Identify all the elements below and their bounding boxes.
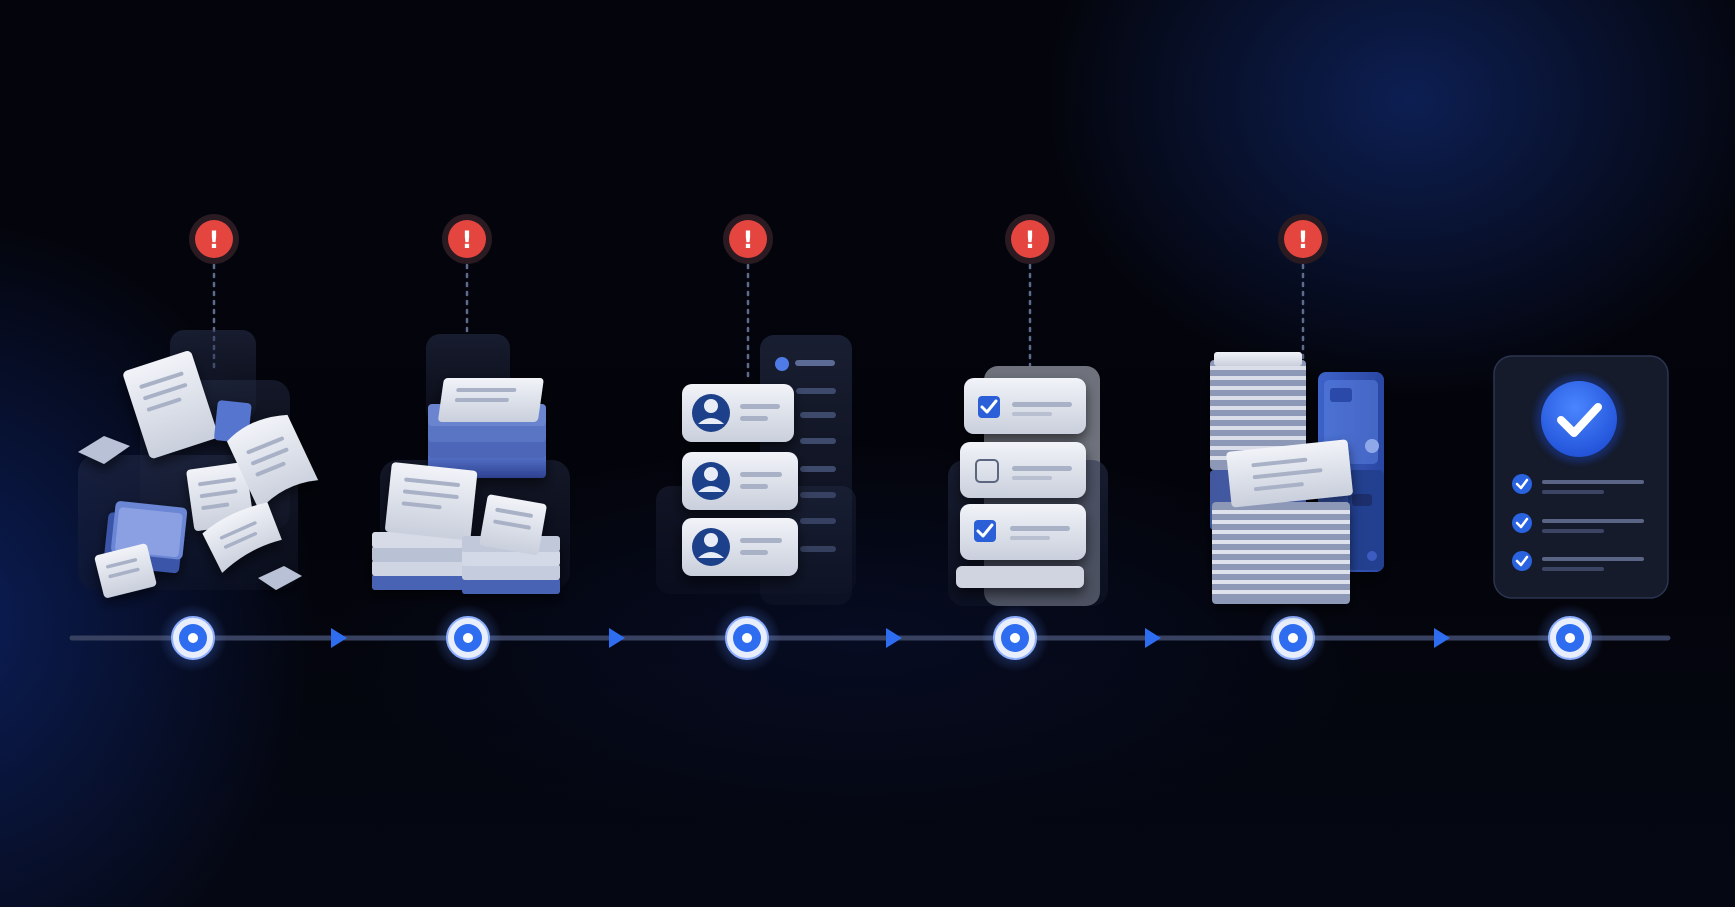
arrow-right-icon: [886, 628, 902, 648]
timeline-node: [159, 604, 227, 672]
stage-archive-binders: [1210, 352, 1384, 604]
checklist-icon: [956, 378, 1086, 588]
user-card-icon: [682, 384, 794, 442]
alert-marker: !: [1278, 214, 1328, 372]
timeline-node: [981, 604, 1049, 672]
alert-icon: [1011, 220, 1049, 258]
user-card-icon: [682, 518, 798, 576]
alert-glyph: !: [1298, 226, 1309, 254]
stage-scattered-papers: [78, 330, 319, 598]
alert-glyph: !: [209, 226, 220, 254]
check-circle-icon: [1541, 381, 1617, 457]
arrow-right-icon: [1434, 628, 1450, 648]
alert-icon: [729, 220, 767, 258]
summary-list-item: [1512, 551, 1644, 571]
alert-markers: ! ! ! ! !: [189, 214, 1328, 382]
summary-list-item: [1512, 474, 1644, 494]
stage-paper-stacks: [372, 334, 570, 594]
alert-marker: !: [723, 214, 773, 382]
timeline-node: [713, 604, 781, 672]
alert-glyph: !: [462, 226, 473, 254]
timeline-node: [1536, 604, 1604, 672]
check-icon: [1512, 513, 1532, 533]
user-card-icon: [682, 452, 798, 510]
alert-icon: [448, 220, 486, 258]
scattered-papers-icon: [78, 351, 319, 598]
check-icon: [1512, 551, 1532, 571]
stage-checklist: [948, 366, 1108, 606]
stage-contact-cards: [656, 335, 856, 605]
alert-marker: !: [189, 214, 239, 370]
timeline: [69, 604, 1671, 672]
alert-icon: [1284, 220, 1322, 258]
timeline-node: [434, 604, 502, 672]
paper-stacks-icon: [1210, 352, 1353, 604]
stage-completed-summary: [1493, 355, 1669, 599]
summary-list-item: [1512, 513, 1644, 533]
paper-stacks-icon: [372, 378, 560, 594]
alert-marker: !: [1005, 214, 1055, 367]
timeline-node: [1259, 604, 1327, 672]
arrow-right-icon: [331, 628, 347, 648]
arrow-right-icon: [1145, 628, 1161, 648]
alert-icon: [195, 220, 233, 258]
alert-glyph: !: [1025, 226, 1036, 254]
alert-marker: !: [442, 214, 492, 337]
check-icon: [1512, 474, 1532, 494]
alert-glyph: !: [743, 226, 754, 254]
arrow-right-icon: [609, 628, 625, 648]
